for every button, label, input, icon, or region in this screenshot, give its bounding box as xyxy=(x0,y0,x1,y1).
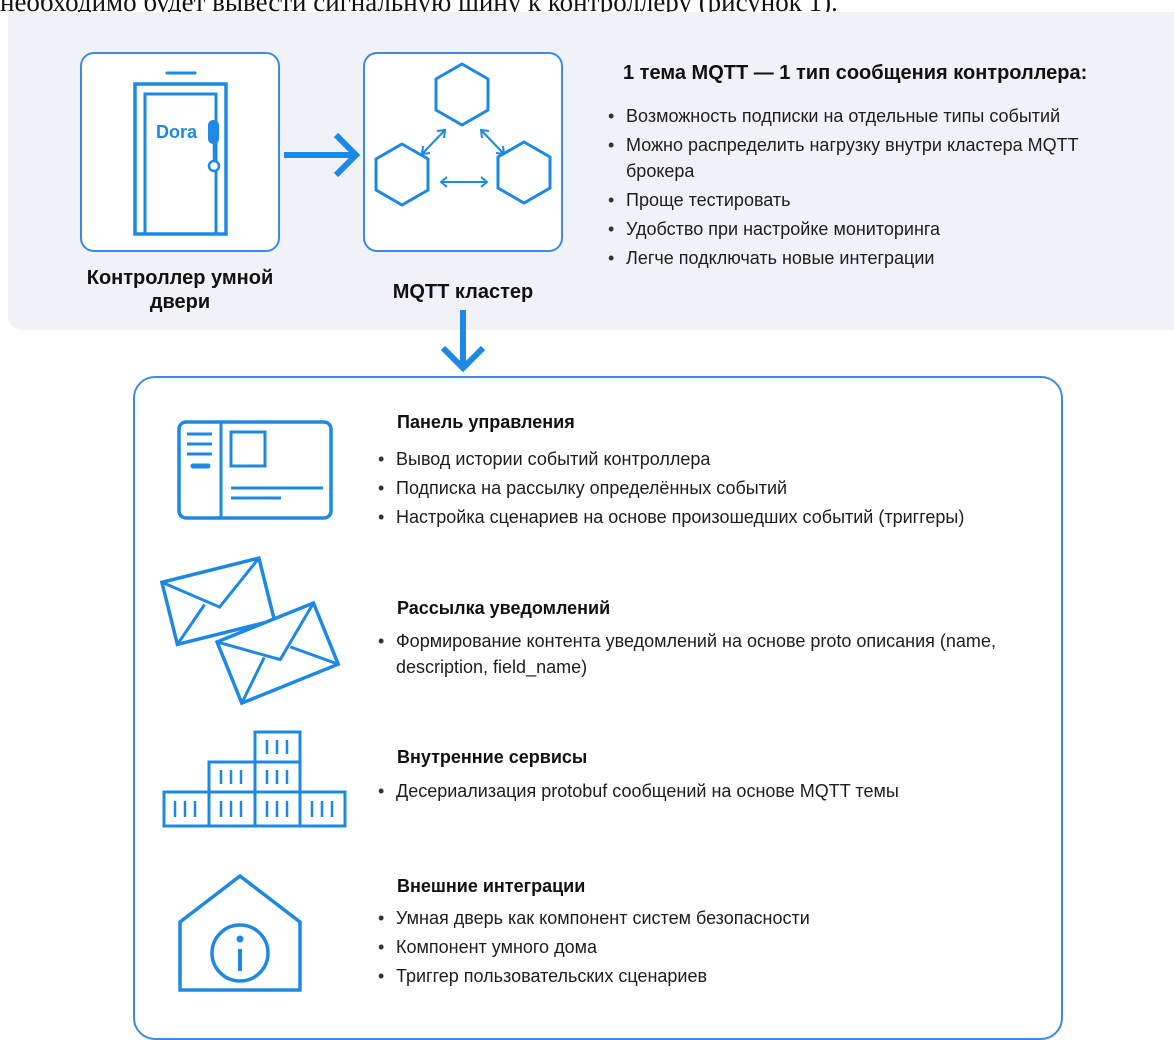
house-info-icon xyxy=(178,873,302,992)
list-item: Вывод истории событий контроллера xyxy=(375,446,1055,472)
envelopes-icon xyxy=(159,555,341,706)
list-item: Триггер пользовательских сценариев xyxy=(375,963,1045,989)
section-title-dashboard: Панель управления xyxy=(397,412,575,432)
list-item: Настройка сценариев на основе произошедш… xyxy=(375,504,1055,530)
list-item: Легче подключать новые интеграции xyxy=(605,245,1125,271)
controller-caption-line2: двери xyxy=(149,291,211,313)
dashboard-list: Вывод истории событий контроллера Подпис… xyxy=(375,446,1055,533)
controller-caption: Контроллер умной двери xyxy=(80,266,280,314)
door-icon: Dora xyxy=(133,71,228,236)
hexagon-cluster-icon xyxy=(374,62,552,207)
list-item: Подписка на рассылку определённых событи… xyxy=(375,475,1055,501)
list-item: Удобство при настройке мониторинга xyxy=(605,216,1125,242)
cluster-box xyxy=(363,52,563,252)
internal-list: Десериализация protobuf сообщений на осн… xyxy=(375,778,1045,807)
list-item: Умная дверь как компонент систем безопас… xyxy=(375,905,1045,931)
arrow-right-icon xyxy=(284,132,361,178)
list-item: Можно распределить нагрузку внутри класт… xyxy=(605,132,1125,184)
list-item: Компонент умного дома xyxy=(375,934,1045,960)
external-list: Умная дверь как компонент систем безопас… xyxy=(375,905,1045,992)
mqtt-topics-title: 1 тема MQTT — 1 тип сообщения контроллер… xyxy=(623,62,1088,84)
arrow-down-icon xyxy=(440,310,486,373)
section-title-notifications: Рассылка уведомлений xyxy=(397,598,611,618)
door-label: Dora xyxy=(156,122,198,142)
controller-caption-line1: Контроллер умной xyxy=(86,267,274,289)
list-item: Десериализация protobuf сообщений на осн… xyxy=(375,778,1045,804)
notifications-list: Формирование контента уведомлений на осн… xyxy=(375,628,1045,683)
section-title-internal: Внутренние сервисы xyxy=(397,747,588,767)
mqtt-topics-list: Возможность подписки на отдельные типы с… xyxy=(605,103,1125,274)
list-item: Возможность подписки на отдельные типы с… xyxy=(605,103,1125,129)
list-item: Проще тестировать xyxy=(605,187,1125,213)
cluster-caption: MQTT кластер xyxy=(392,281,534,303)
section-title-external: Внешние интеграции xyxy=(397,876,586,896)
controller-box: Dora xyxy=(80,52,280,252)
containers-icon xyxy=(162,730,347,828)
dashboard-icon xyxy=(177,420,333,520)
list-item: Формирование контента уведомлений на осн… xyxy=(375,628,1045,680)
